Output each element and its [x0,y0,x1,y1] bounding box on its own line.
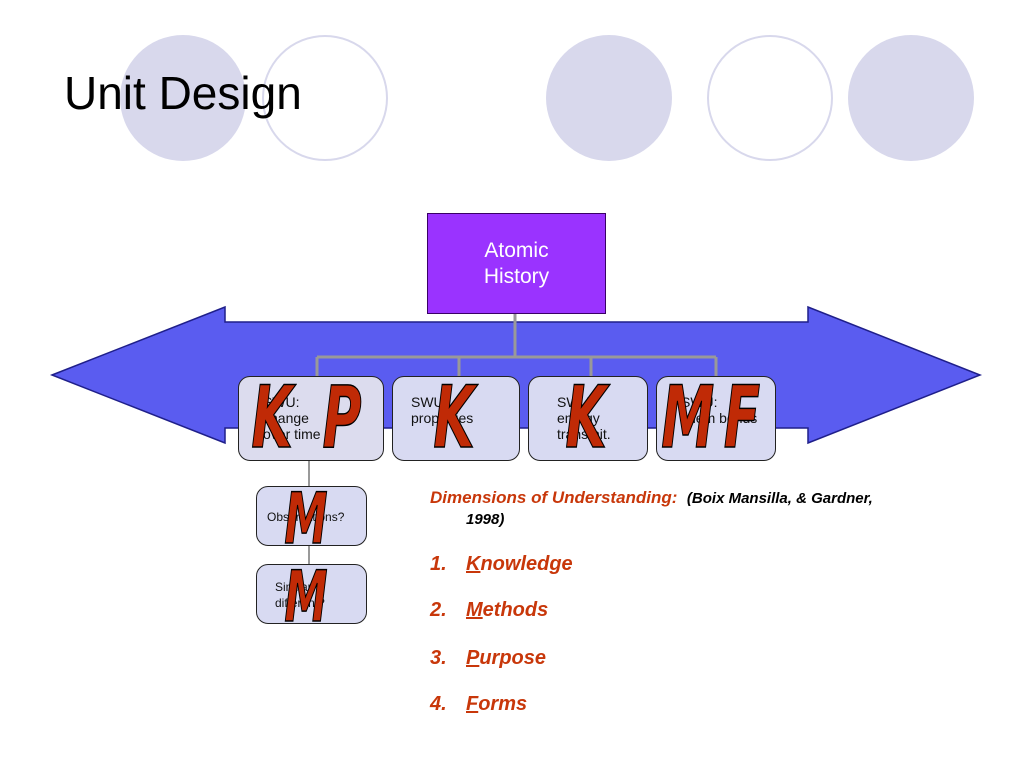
node-text: SWU: [411,394,448,410]
node-text: properties [411,410,474,426]
overlay-letter-k-1: K [251,368,293,468]
dimension-rest: ethods [482,599,549,621]
dimension-initial: M [466,599,483,621]
node-text: different? [275,596,325,610]
overlay-letter-k-2: K [433,368,475,468]
decor-circle-3 [546,35,672,161]
node-text: change [263,410,309,426]
dimension-initial: F [466,693,479,715]
dimensions-heading: Dimensions of Understanding: (Boix Mansi… [430,487,1024,510]
overlay-letter-f: F [723,368,761,468]
node-text: SWU: [557,394,594,410]
subchild-node-observations: Observations? [256,486,367,546]
node-text: SWU: [263,394,300,410]
slide-title: Unit Design [64,67,302,119]
overlay-letter-m-3: M [284,556,328,638]
dimension-number: 3. [430,647,447,669]
node-text: SWU: [681,394,718,410]
node-text: Observations? [267,510,345,524]
dimension-rest: orms [478,693,528,715]
dimensions-block: Dimensions of Understanding: (Boix Mansi… [430,487,1024,715]
dimension-item-purpose: 3. Purpose [430,647,546,670]
dimensions-heading-text: Dimensions of Understanding: [430,488,678,507]
dimensions-citation-year: 1998) [466,511,505,528]
dimension-number: 4. [430,693,447,715]
dimensions-citation: (Boix Mansilla, & Gardner, [686,490,873,507]
overlay-letter-m-1: M [661,368,715,468]
node-text: chem bonds [681,410,758,426]
decor-circle-1 [120,35,246,161]
dimension-item-knowledge: 1. Knowledge [430,553,573,576]
subchild-node-similar-different: Similar/ different? [256,564,367,624]
overlay-letter-p: P [322,368,362,468]
dimension-initial: P [466,647,480,669]
dimension-number: 1. [430,553,447,575]
child-node-properties: SWU: properties [392,376,520,461]
dimension-item-methods: 2. Methods [430,599,548,622]
dimension-rest: nowledge [480,553,573,575]
decor-circle-2 [262,35,388,161]
child-node-chem-bonds: SWU: chem bonds [656,376,776,461]
node-text: energy [557,410,600,426]
root-line-2: History [483,265,550,288]
overlay-letter-k-3: K [565,368,607,468]
connector-lines [315,314,718,376]
root-line-1: Atomic [484,239,549,262]
dimension-initial: K [466,553,481,575]
node-text: Similar/ [275,580,316,594]
dimension-number: 2. [430,599,447,621]
root-node-atomic-history: Atomic History [427,213,606,314]
dimension-rest: urpose [479,647,547,669]
node-text: transmit. [557,426,611,442]
child-node-energy-transmit: SWU: energy transmit. [528,376,648,461]
child-node-change-over-time: SWU: change over time [238,376,384,461]
decor-circle-4 [707,35,833,161]
overlay-letter-m-2: M [284,478,328,560]
dimension-item-forms: 4. Forms [430,693,527,716]
decor-circle-5 [848,35,974,161]
node-text: over time [263,426,321,442]
